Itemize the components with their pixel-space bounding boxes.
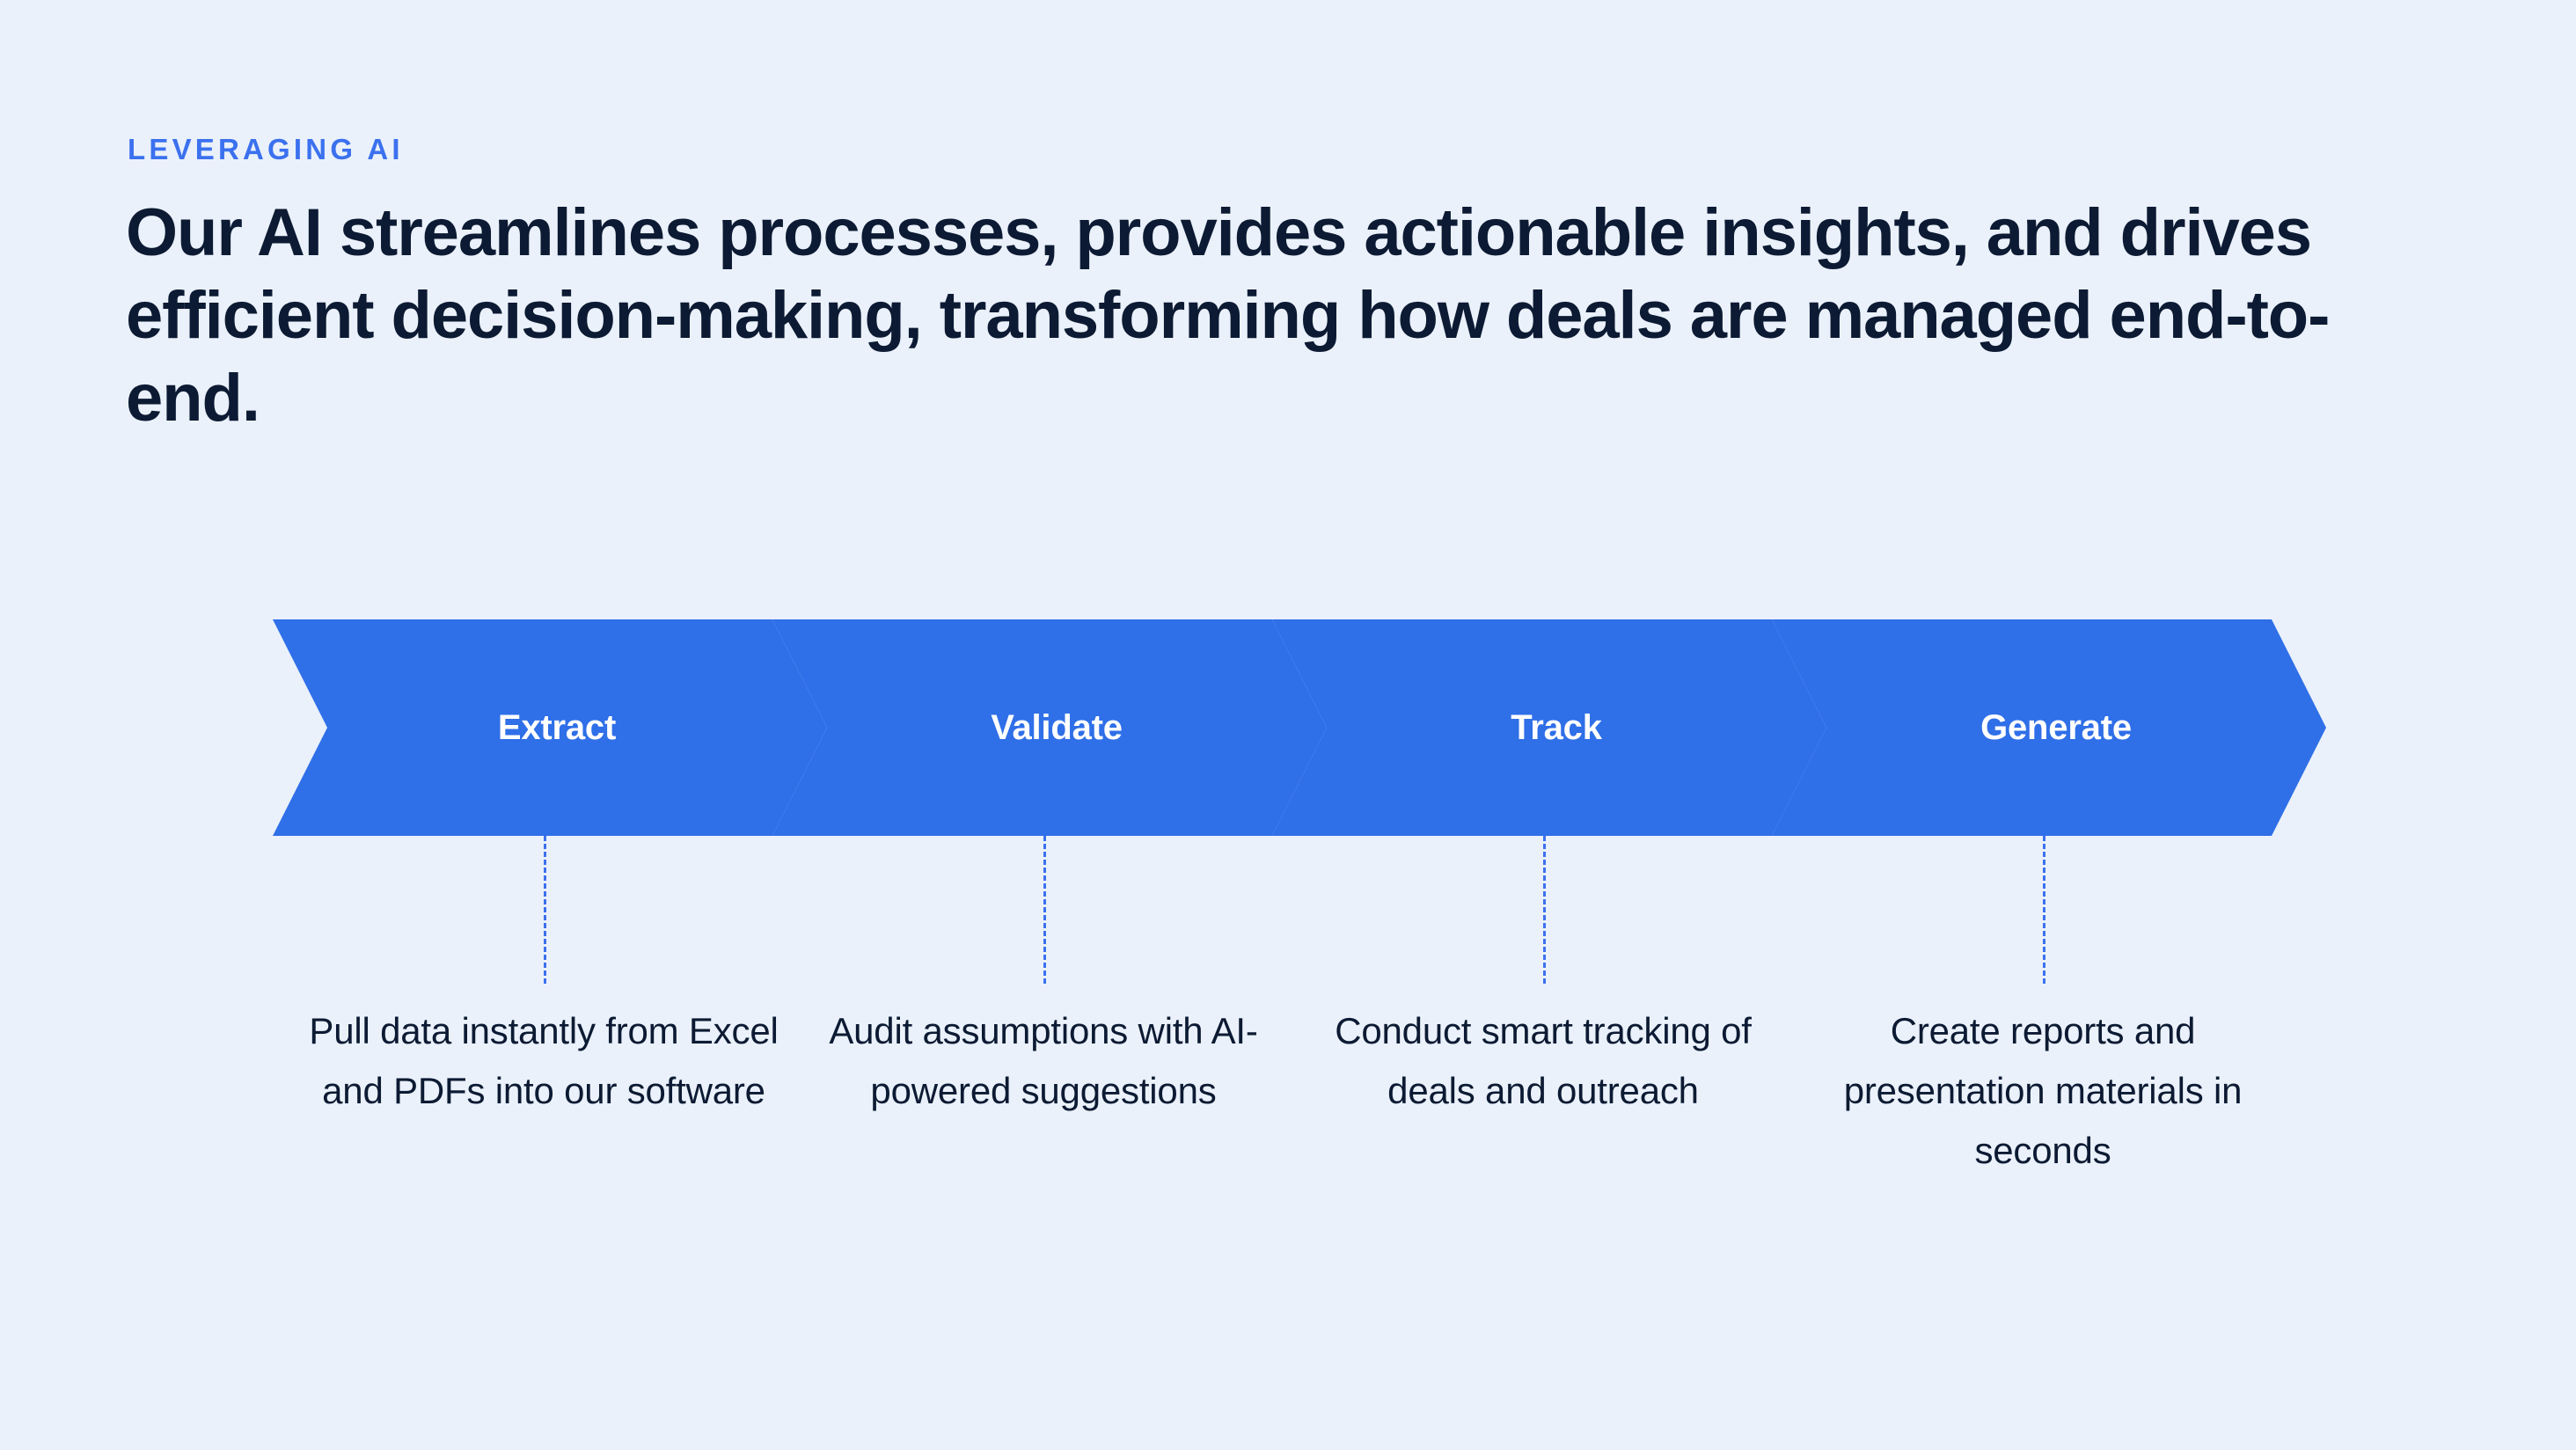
flow-step-label: Extract <box>497 708 617 747</box>
connector-line-generate <box>2043 836 2045 984</box>
connector-line-extract <box>544 836 546 984</box>
flow-step-caption: Audit assumptions with AI-powered sugges… <box>829 1010 1258 1112</box>
flow-step-validate[interactable]: Validate <box>772 619 1327 836</box>
flow-step-caption: Pull data instantly from Excel and PDFs … <box>309 1010 779 1112</box>
page-title: Our AI streamlines processes, provides a… <box>126 194 2330 436</box>
flow-step-label: Generate <box>1980 708 2132 747</box>
connector-line-validate <box>1043 836 1046 984</box>
flow-step-label: Track <box>1511 708 1602 747</box>
flow-step-extract[interactable]: Extract <box>273 619 827 836</box>
flow-step-caption: Create reports and presentation material… <box>1843 1010 2243 1172</box>
flow-step-generate[interactable]: Generate <box>1772 619 2326 836</box>
process-flow: Extract Validate Track Generate <box>273 619 2296 836</box>
eyebrow-label: LEVERAGING AI <box>128 133 404 165</box>
flow-step-caption: Conduct smart tracking of deals and outr… <box>1335 1010 1752 1112</box>
connector-line-track <box>1543 836 1546 984</box>
flow-step-label: Validate <box>991 708 1123 747</box>
flow-step-track[interactable]: Track <box>1272 619 1826 836</box>
caption-row: Pull data instantly from Excel and PDFs … <box>273 1001 2296 1204</box>
header-block: LEVERAGING AI Our AI streamlines process… <box>126 132 2448 440</box>
